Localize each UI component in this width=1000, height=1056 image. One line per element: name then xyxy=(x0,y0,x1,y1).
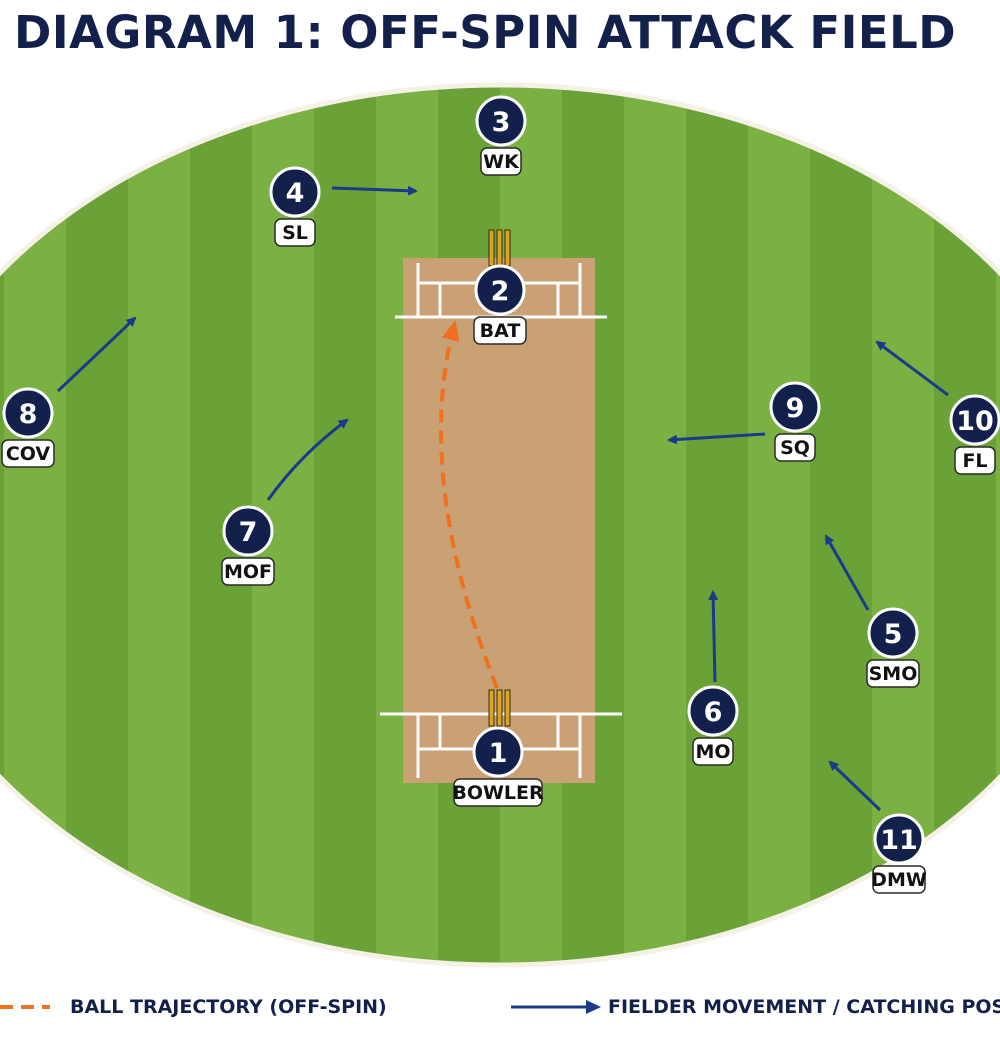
player-tag-box xyxy=(221,557,275,586)
movement-arrow-dmw xyxy=(828,760,882,812)
player-tag-box xyxy=(866,659,920,688)
player-circle xyxy=(769,381,821,433)
player-tag-box xyxy=(453,778,543,807)
movement-arrow-smo xyxy=(824,534,870,611)
grass-stripe xyxy=(686,85,748,965)
player-circle xyxy=(867,607,919,659)
player-circle xyxy=(2,387,54,439)
stumps-bowler-end xyxy=(488,689,511,727)
player-tag-box xyxy=(274,218,316,247)
grass-stripe xyxy=(314,85,376,965)
player-circle xyxy=(269,166,321,218)
player-number: 6 xyxy=(704,697,723,728)
player-tag: WK xyxy=(483,151,520,173)
player-tag: DMW xyxy=(871,869,927,891)
player-number: 11 xyxy=(880,825,918,856)
player-tag-box xyxy=(473,316,527,345)
player-tag-box xyxy=(480,147,522,176)
player-tag-box xyxy=(1,439,55,468)
player-number: 3 xyxy=(492,107,511,138)
player-tag: SMO xyxy=(869,663,918,685)
grass-stripe xyxy=(934,85,996,965)
cricket-field-diagram: 1BOWLER2BAT3WK4SL5SMO6MO7MOF8COV9SQ10FL1… xyxy=(0,82,1000,968)
stumps-striker-end xyxy=(488,229,511,267)
player-tag-box xyxy=(954,446,996,475)
movement-arrow-cov xyxy=(56,316,137,393)
player-tag: SQ xyxy=(780,437,810,459)
legend-ball-trajectory: BALL TRAJECTORY (OFF-SPIN) xyxy=(0,990,387,1024)
player-tag-box xyxy=(692,737,734,766)
player-tag: SL xyxy=(282,222,308,244)
legend-fielder-movement: FIELDER MOVEMENT / CATCHING POSIT xyxy=(508,990,1000,1024)
player-number: 5 xyxy=(884,619,903,650)
player-tag-box xyxy=(872,865,926,894)
player-marker-mo: 6MO xyxy=(687,685,739,766)
player-circle xyxy=(949,394,1000,446)
grass-stripe xyxy=(810,85,872,965)
boundary-rope xyxy=(0,82,1000,968)
player-number: 7 xyxy=(239,517,258,548)
fielder-movement-arrows xyxy=(56,185,949,812)
legend-dashed-line-swatch xyxy=(0,1005,50,1009)
pitch xyxy=(380,229,622,783)
movement-arrow-mo xyxy=(708,590,719,683)
player-tag-box xyxy=(774,433,816,462)
player-circle xyxy=(472,726,524,778)
player-number: 8 xyxy=(19,399,38,430)
player-number: 1 xyxy=(489,738,508,769)
legend-arrow-swatch xyxy=(511,1000,601,1014)
player-circle xyxy=(475,95,527,147)
ball-trajectory-path xyxy=(439,320,499,689)
player-number: 4 xyxy=(286,178,305,209)
player-tag: FL xyxy=(962,450,987,472)
legend-trajectory-label: BALL TRAJECTORY (OFF-SPIN) xyxy=(70,996,387,1018)
player-number: 2 xyxy=(491,276,510,307)
player-tag: COV xyxy=(6,443,51,465)
movement-arrow-mof xyxy=(266,418,349,501)
player-marker-sq: 9SQ xyxy=(769,381,821,462)
player-tag: MOF xyxy=(224,561,272,583)
player-circle xyxy=(222,505,274,557)
player-circle xyxy=(873,813,925,865)
player-number: 9 xyxy=(786,393,805,424)
grass-stripe xyxy=(0,85,4,965)
player-markers: 1BOWLER2BAT3WK4SL5SMO6MO7MOF8COV9SQ10FL1… xyxy=(1,95,1000,894)
legend-movement-label: FIELDER MOVEMENT / CATCHING POSIT xyxy=(608,996,1000,1018)
movement-arrow-sq xyxy=(667,432,766,445)
player-number: 10 xyxy=(956,406,994,437)
player-marker-sl: 4SL xyxy=(269,166,321,247)
player-tag: MO xyxy=(695,741,730,763)
diagram-title: DIAGRAM 1: OFF-SPIN ATTACK FIELD xyxy=(14,6,957,59)
player-circle xyxy=(687,685,739,737)
movement-arrow-fl xyxy=(875,340,949,397)
player-tag: BOWLER xyxy=(452,782,544,804)
movement-arrow-sl xyxy=(331,185,418,196)
grass-stripe xyxy=(66,85,128,965)
player-circle xyxy=(474,264,526,316)
player-marker-wk: 3WK xyxy=(475,95,527,176)
player-tag: BAT xyxy=(480,320,521,342)
